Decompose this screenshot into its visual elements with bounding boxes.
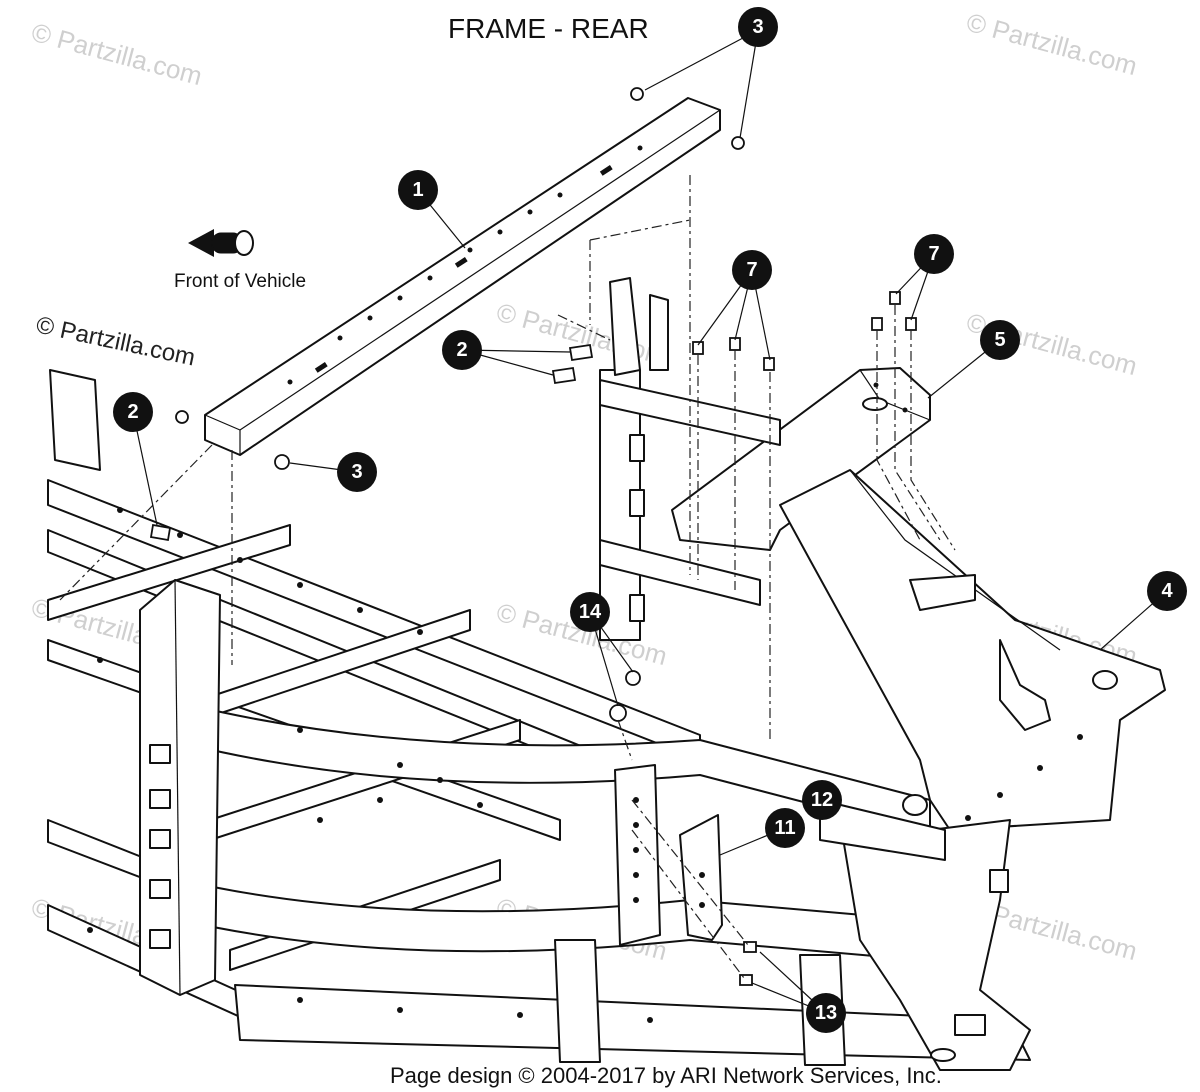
footer-copyright: Page design © 2004-2017 by ARI Network S…	[390, 1063, 942, 1088]
direction-label: Front of Vehicle	[174, 271, 306, 292]
callout-12-label: 12	[811, 789, 833, 811]
callout-2-left[interactable]: 2	[113, 392, 153, 432]
callout-12[interactable]: 12	[802, 780, 842, 820]
callout-3-lower[interactable]: 3	[337, 452, 377, 492]
callout-2-left-label: 2	[127, 401, 138, 423]
callout-13[interactable]: 13	[806, 993, 846, 1033]
callout-11-label: 11	[774, 817, 795, 839]
callout-3-top-label: 3	[752, 16, 763, 38]
callout-7-left-label: 7	[746, 259, 757, 281]
callout-3-lower-label: 3	[351, 461, 362, 483]
callout-11[interactable]: 11	[765, 808, 805, 848]
hardware	[149, 87, 917, 986]
callout-7-left[interactable]: 7	[732, 250, 772, 290]
callout-1-label: 1	[412, 179, 423, 201]
left-post	[49, 369, 221, 996]
callout-14[interactable]: 14	[570, 592, 610, 632]
callout-7-right[interactable]: 7	[914, 234, 954, 274]
part-1-upper-crossbar	[204, 97, 721, 456]
callout-1[interactable]: 1	[398, 170, 438, 210]
callout-14-label: 14	[579, 601, 602, 623]
callout-2-center[interactable]: 2	[442, 330, 482, 370]
rear-lower-structure	[819, 799, 1031, 1071]
callout-7-right-label: 7	[928, 243, 939, 265]
callout-3-top[interactable]: 3	[738, 7, 778, 47]
watermark-top-left: © Partzilla.com	[28, 17, 205, 91]
diagram-title: FRAME - REAR	[448, 13, 649, 44]
callout-2-center-label: 2	[456, 339, 467, 361]
watermark-top-right: © Partzilla.com	[963, 7, 1140, 81]
callout-5-label: 5	[994, 329, 1005, 351]
part-11-plate	[614, 764, 723, 946]
watermark-center: © Partzilla.com	[493, 297, 670, 371]
part-5-bracket	[671, 367, 931, 551]
callout-4[interactable]: 4	[1147, 571, 1187, 611]
callout-13-label: 13	[815, 1002, 837, 1024]
watermark-dark: © Partzilla.com	[34, 311, 198, 371]
callout-4-label: 4	[1161, 580, 1173, 602]
arrow-left-icon	[188, 229, 254, 257]
assembly-lines	[59, 175, 956, 979]
part-4-side-frame	[779, 469, 1166, 831]
callout-5[interactable]: 5	[980, 320, 1020, 360]
